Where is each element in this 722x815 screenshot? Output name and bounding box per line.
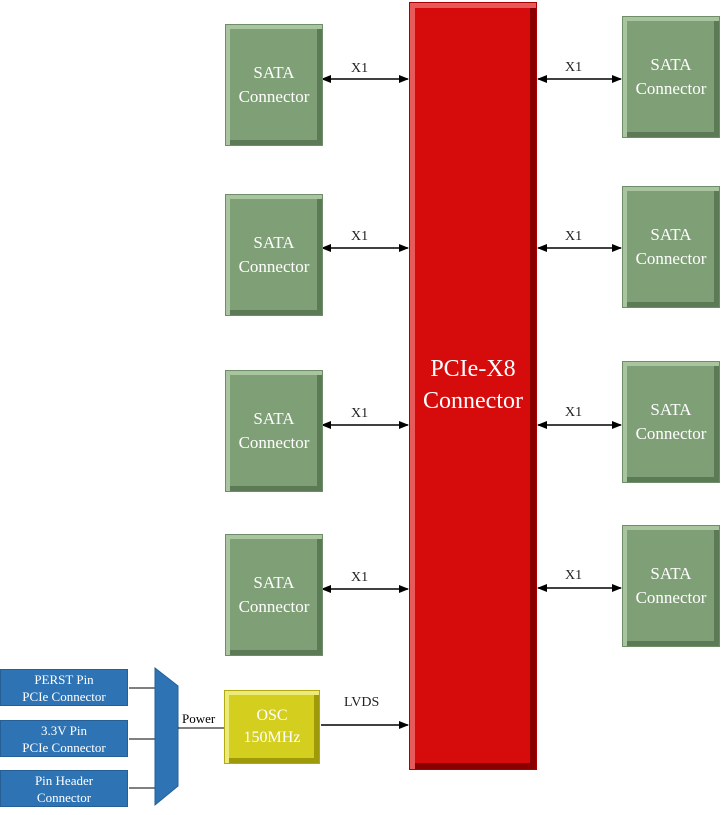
pcie-label-line1: PCIe-X8 <box>430 356 516 382</box>
sata-connector-left-1: SATA Connector <box>225 24 323 146</box>
sata-label-line2: Connector <box>238 257 310 276</box>
link-label-right-2: X1 <box>565 229 583 244</box>
sata-label-line2: Connector <box>635 79 707 98</box>
lvds-label: LVDS <box>344 695 380 710</box>
osc-label-line1: OSC <box>256 707 288 724</box>
power-mux-shape <box>154 666 179 807</box>
osc-150mhz-block: OSC 150MHz <box>224 690 320 764</box>
sata-label-line1: SATA <box>253 63 295 82</box>
power-label: Power <box>182 711 216 726</box>
sata-label-line2: Connector <box>238 597 310 616</box>
sata-label-line1: SATA <box>253 573 295 592</box>
sata-connector-left-4: SATA Connector <box>225 534 323 656</box>
link-label-left-2: X1 <box>351 229 369 244</box>
sata-connector-right-4: SATA Connector <box>622 525 720 647</box>
sata-label-line2: Connector <box>635 588 707 607</box>
sata-label-line1: SATA <box>650 400 692 419</box>
sata-label-line1: SATA <box>650 55 692 74</box>
sata-label-line2: Connector <box>635 424 707 443</box>
source-label-line2: PCIe Connector <box>22 688 106 704</box>
sata-label-line1: SATA <box>650 564 692 583</box>
link-label-left-1: X1 <box>351 61 369 76</box>
source-perst-pin: PERST Pin PCIe Connector <box>0 669 128 706</box>
link-label-right-1: X1 <box>565 60 583 75</box>
sata-label-line2: Connector <box>635 249 707 268</box>
source-3v3-pin: 3.3V Pin PCIe Connector <box>0 720 128 757</box>
source-label-line1: 3.3V Pin <box>41 722 87 738</box>
sata-connector-right-1: SATA Connector <box>622 16 720 138</box>
sata-label-line1: SATA <box>253 409 295 428</box>
sata-label-line2: Connector <box>238 433 310 452</box>
sata-connector-left-3: SATA Connector <box>225 370 323 492</box>
link-label-left-3: X1 <box>351 406 369 421</box>
source-label-line1: Pin Header <box>34 772 94 788</box>
link-label-right-3: X1 <box>565 405 583 420</box>
sata-connector-right-3: SATA Connector <box>622 361 720 483</box>
sata-connector-right-2: SATA Connector <box>622 186 720 308</box>
link-label-right-4: X1 <box>565 568 583 583</box>
pcie-label-line2: Connector <box>423 388 523 414</box>
pcie-x8-connector: PCIe-X8 Connector <box>409 2 537 770</box>
sata-label-line1: SATA <box>650 225 692 244</box>
source-label-line2: PCIe Connector <box>22 739 106 755</box>
sata-label-line2: Connector <box>238 87 310 106</box>
source-label-line2: Connector <box>36 789 92 805</box>
link-label-left-4: X1 <box>351 570 369 585</box>
osc-label-line2: 150MHz <box>243 729 301 746</box>
source-pin-header: Pin Header Connector <box>0 770 128 807</box>
source-label-line1: PERST Pin <box>34 671 94 687</box>
sata-connector-left-2: SATA Connector <box>225 194 323 316</box>
sata-label-line1: SATA <box>253 233 295 252</box>
